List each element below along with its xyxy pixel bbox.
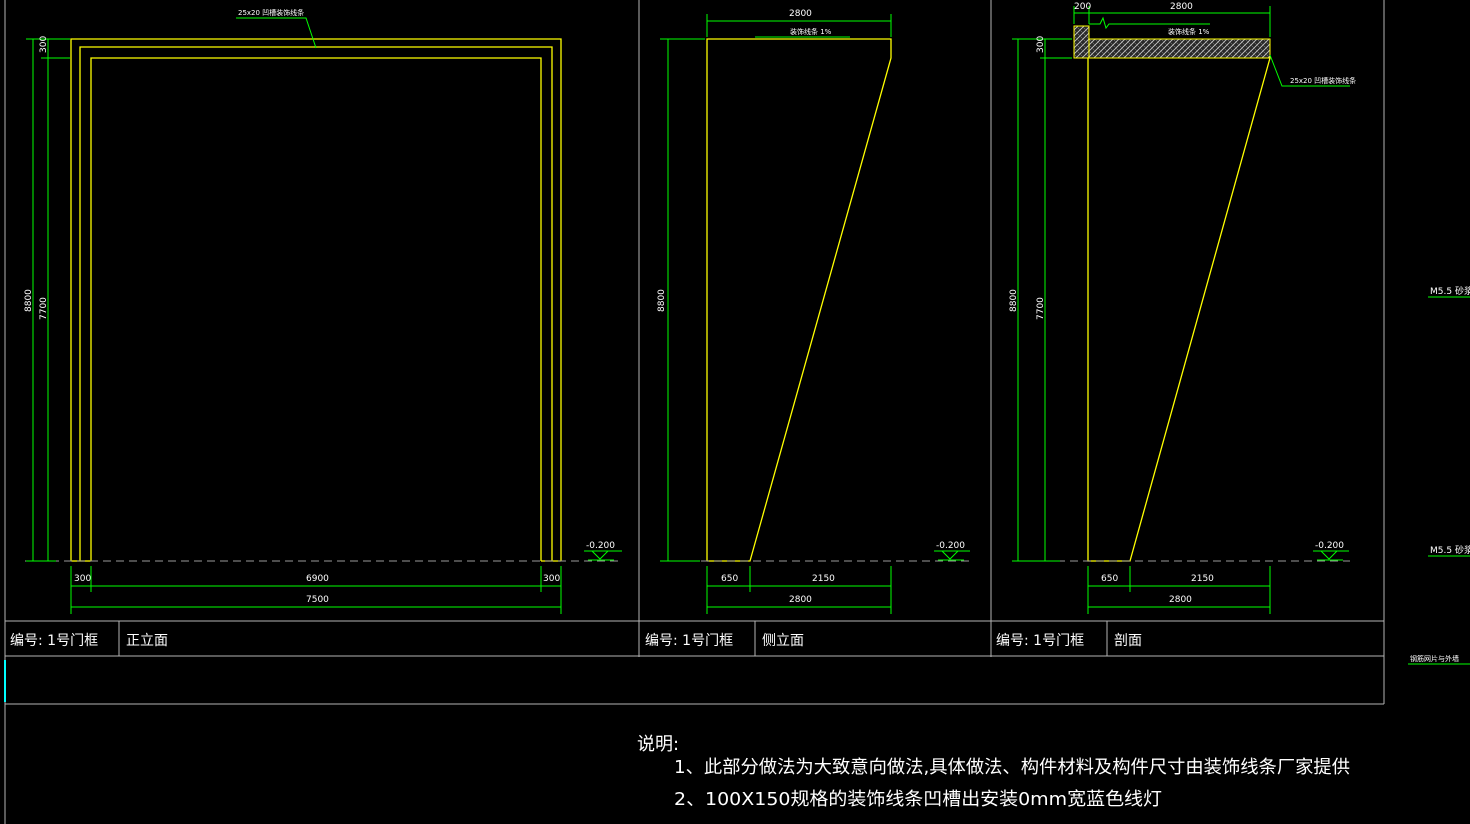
panel2-code-label: 编号: 1号门框 [645, 633, 733, 649]
dim-650: 650 [721, 574, 738, 584]
dim-7700: 7700 [39, 297, 49, 320]
level-label: -0.200 [1315, 541, 1344, 551]
panel-section: -0.200 200 2800 装饰线条 1% 300 8800 7700 65… [1009, 2, 1356, 614]
dim-top-200: 200 [1074, 2, 1091, 12]
panel3-code-label: 编号: 1号门框 [996, 633, 1084, 649]
notes-line-1: 1、此部分做法为大致意向做法,具体做法、构件材料及构件尺寸由装饰线条厂家提供 [674, 757, 1350, 778]
dimensions [1012, 6, 1350, 614]
dim-top-300: 300 [39, 36, 49, 53]
dim-2150: 2150 [1191, 574, 1214, 584]
dim-8800: 8800 [1009, 289, 1019, 312]
callout-text: 25x20 凹槽装饰线条 [1290, 76, 1356, 85]
door-frame-outline [70, 38, 562, 562]
dim-2150: 2150 [812, 574, 835, 584]
dim-7700: 7700 [1036, 297, 1046, 320]
notes-line-2: 2、100X150规格的装饰线条凹槽出安装0mm宽蓝色线灯 [674, 789, 1162, 810]
notes-heading: 说明: [637, 734, 679, 755]
top-note: 装饰线条 1% [1168, 27, 1210, 36]
hatched-cap [1073, 38, 1271, 59]
level-marker [584, 550, 622, 561]
right-label-2: M5.5 砂浆 [1430, 544, 1470, 556]
level-marker [934, 550, 970, 561]
callout-text: 25x20 凹槽装饰线条 [238, 8, 304, 17]
right-label-1: M5.5 砂浆 [1430, 285, 1470, 297]
dim-8800: 8800 [24, 289, 34, 312]
panel1-view-label: 正立面 [126, 633, 168, 649]
hatched-block [1073, 25, 1090, 59]
side-profile [706, 38, 892, 562]
section-profile [1087, 57, 1271, 562]
dim-top-left-300: 300 [1036, 36, 1046, 53]
right-edge-labels [1408, 296, 1470, 665]
dim-7500: 7500 [306, 595, 329, 605]
panel2-view-label: 侧立面 [762, 633, 804, 649]
right-label-3: 钢筋网片与外墙 [1410, 654, 1459, 663]
dim-top-2800: 2800 [789, 9, 812, 19]
dim-8800: 8800 [657, 289, 667, 312]
panel1-code-label: 编号: 1号门框 [10, 633, 98, 649]
callout-leader [236, 17, 317, 49]
level-marker [1313, 550, 1349, 561]
vertical-dimensions [26, 38, 70, 562]
top-note: 装饰线条 1% [790, 27, 832, 36]
panel3-view-label: 剖面 [1114, 633, 1142, 649]
horizontal-dimensions [70, 566, 562, 614]
dim-right-300: 300 [543, 574, 560, 584]
panel-side-elevation: -0.200 2800 装饰线条 1% 8800 650 2150 2800 [657, 9, 970, 614]
dim-bottom-2800: 2800 [789, 595, 812, 605]
dim-top-2800: 2800 [1170, 2, 1193, 12]
dim-bottom-2800: 2800 [1169, 595, 1192, 605]
drawing-frame [4, 0, 1385, 824]
panel-front-elevation: -0.200 300 8800 7700 300 6900 300 7500 2… [24, 8, 622, 614]
level-label: -0.200 [936, 541, 965, 551]
dimensions [660, 14, 892, 614]
dim-6900: 6900 [306, 574, 329, 584]
dim-650: 650 [1101, 574, 1118, 584]
dim-left-300: 300 [74, 574, 91, 584]
level-label: -0.200 [586, 541, 615, 551]
